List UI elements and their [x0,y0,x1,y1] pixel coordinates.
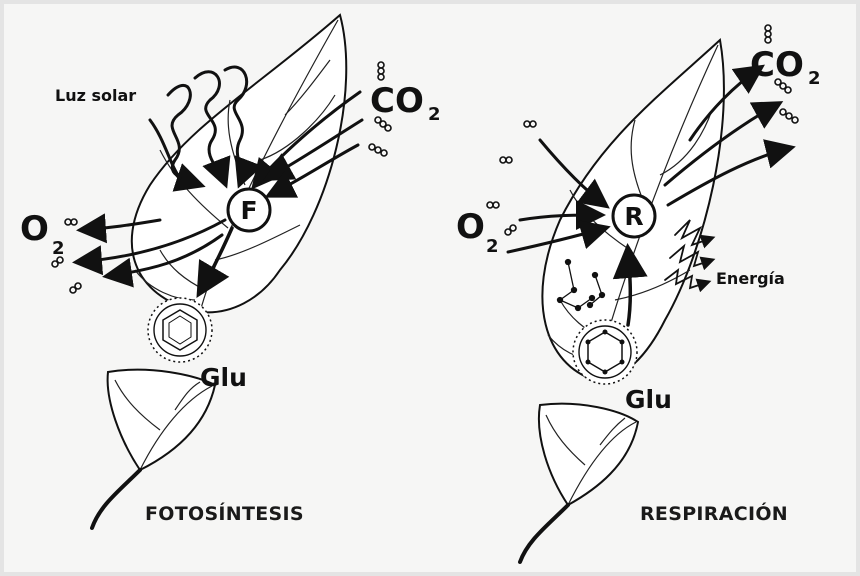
left-co2-label: CO [370,81,424,121]
right-glucose-label: Glu [625,385,672,414]
right-co2-subscript: 2 [808,68,821,89]
right-stem [520,505,568,562]
right-o2-label: O [456,207,485,247]
left-glucose-label: Glu [200,363,247,392]
photosynthesis-title: FOTOSÍNTESIS [145,502,304,525]
respiration-panel: CO 2 O 2 R [456,25,821,562]
left-glucose-icon [148,298,212,362]
left-stem [92,470,140,528]
respiration-letter: R [624,202,643,231]
energy-label: Energía [716,269,785,288]
right-glucose-icon [573,320,637,384]
left-small-leaf [108,370,215,470]
light-label: Luz solar [55,86,136,105]
left-o2-label: O [20,209,49,249]
photosynthesis-letter: F [240,196,257,225]
respiration-title: RESPIRACIÓN [640,501,788,525]
left-o2-subscript: 2 [52,238,65,259]
right-o2-subscript: 2 [486,236,499,257]
photosynthesis-panel: Luz solar CO 2 F O 2 [20,15,441,528]
left-co2-subscript: 2 [428,104,441,125]
